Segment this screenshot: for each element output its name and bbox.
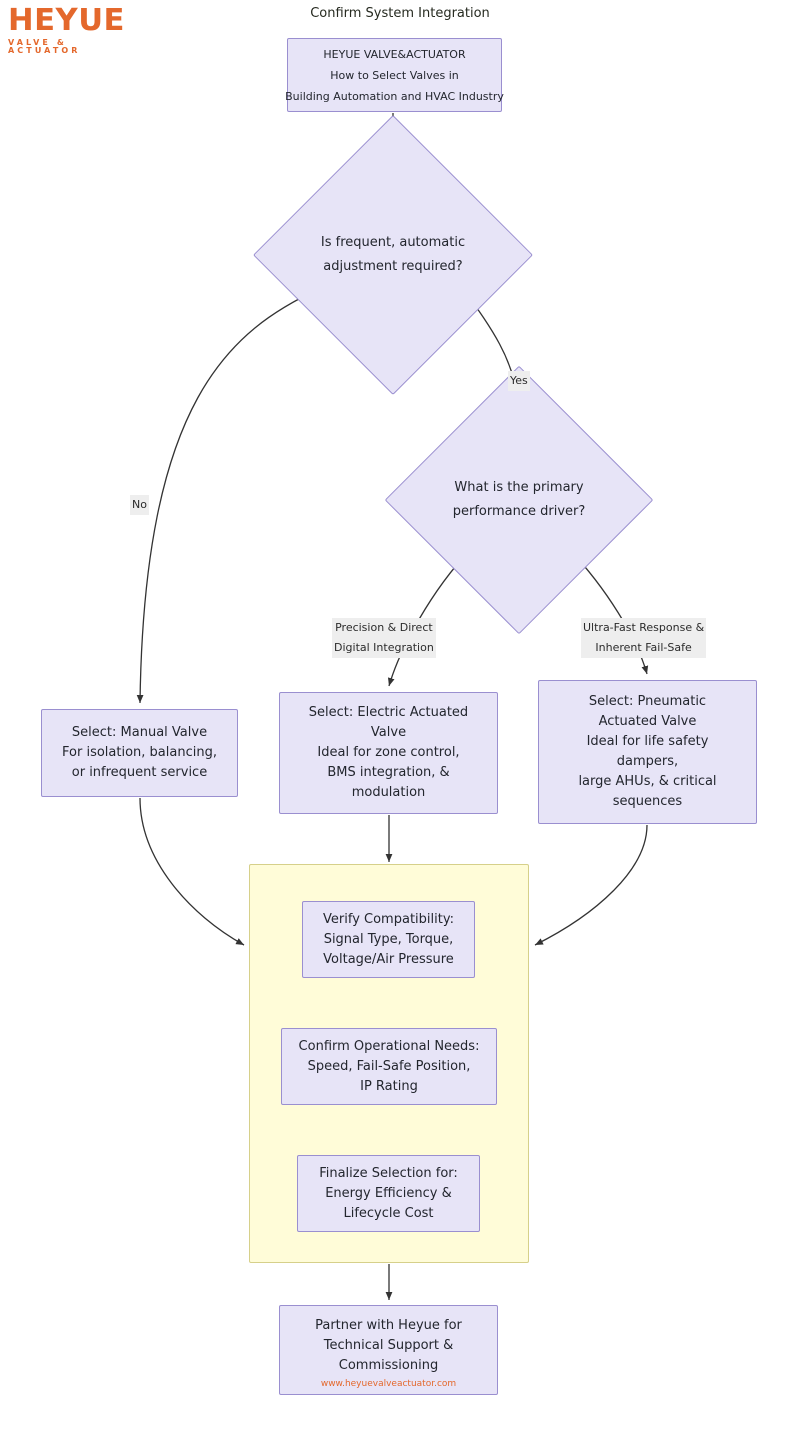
- decision-adjustment-required: Is frequent, automatic adjustment requir…: [252, 114, 534, 396]
- verify-line-2: Signal Type, Torque,: [323, 931, 454, 947]
- edge-label-ultrafast-failsafe: Ultra-Fast Response & Inherent Fail-Safe: [581, 618, 707, 658]
- verify-line-3: Voltage/Air Pressure: [323, 951, 454, 967]
- edge-label-precision-digital: Precision & Direct Digital Integration: [332, 618, 436, 658]
- edge-label-ultra-line-2: Inherent Fail-Safe: [595, 641, 692, 654]
- pneumatic-line-3: Ideal for life safety: [586, 734, 709, 749]
- edge-label-yes: Yes: [508, 371, 530, 391]
- partner-line-1: Partner with Heyue for: [315, 1318, 462, 1333]
- title-line-2: How to Select Valves in: [330, 68, 459, 82]
- decision-driver-label: What is the primary performance driver?: [424, 405, 614, 595]
- finalize-line-1: Finalize Selection for:: [319, 1165, 458, 1181]
- logo-tagline: VALVE & ACTUATOR: [8, 38, 81, 55]
- logo-wordmark: HEYUE: [8, 3, 125, 38]
- decision-driver-line-1: What is the primary: [454, 480, 584, 495]
- heyue-logo: HEYUE VALVE & ACTUATOR: [8, 3, 134, 55]
- node-verify-compatibility: Verify Compatibility: Signal Type, Torqu…: [302, 901, 475, 978]
- operational-line-2: Speed, Fail-Safe Position,: [307, 1058, 471, 1074]
- finalize-line-3: Lifecycle Cost: [343, 1205, 434, 1221]
- edge-label-no: No: [130, 495, 149, 515]
- operational-line-3: IP Rating: [360, 1078, 418, 1094]
- partner-line-2: Technical Support &: [323, 1338, 454, 1353]
- decision-adjust-line-2: adjustment required?: [323, 259, 463, 274]
- electric-line-2: Valve: [370, 725, 407, 740]
- manual-line-3: or infrequent service: [71, 765, 208, 780]
- title-line-3: Building Automation and HVAC Industry: [285, 89, 504, 103]
- pneumatic-line-1: Select: Pneumatic: [588, 694, 707, 709]
- node-select-pneumatic-actuated-valve: Select: Pneumatic Actuated Valve Ideal f…: [538, 680, 757, 824]
- electric-line-3: Ideal for zone control,: [317, 745, 460, 760]
- edge-manual-to-confirm: [139, 797, 245, 946]
- node-partner-with-heyue: Partner with Heyue for Technical Support…: [279, 1305, 498, 1395]
- pneumatic-line-2: Actuated Valve: [598, 714, 697, 729]
- electric-line-4: BMS integration, &: [327, 765, 450, 780]
- electric-line-1: Select: Electric Actuated: [308, 705, 469, 720]
- website-url[interactable]: www.heyuevalveactuator.com: [320, 1379, 457, 1389]
- decision-adjustment-label: Is frequent, automatic adjustment requir…: [294, 156, 492, 354]
- node-finalize-selection: Finalize Selection for: Energy Efficienc…: [297, 1155, 480, 1232]
- finalize-line-2: Energy Efficiency &: [325, 1185, 452, 1201]
- node-confirm-operational-needs: Confirm Operational Needs: Speed, Fail-S…: [281, 1028, 497, 1105]
- node-select-electric-actuated-valve: Select: Electric Actuated Valve Ideal fo…: [279, 692, 498, 814]
- manual-line-2: For isolation, balancing,: [62, 745, 217, 760]
- decision-performance-driver: What is the primary performance driver?: [384, 365, 654, 635]
- decision-adjust-line-1: Is frequent, automatic: [320, 235, 466, 250]
- verify-line-1: Verify Compatibility:: [323, 911, 454, 927]
- decision-driver-line-2: performance driver?: [452, 504, 586, 519]
- title-line-1: HEYUE VALVE&ACTUATOR: [323, 47, 466, 61]
- manual-line-1: Select: Manual Valve: [71, 725, 208, 740]
- subgraph-title-label: Confirm System Integration: [310, 6, 490, 21]
- edge-label-precision-line-2: Digital Integration: [334, 641, 434, 654]
- pneumatic-line-4: dampers,: [616, 754, 679, 769]
- pneumatic-line-6: sequences: [612, 794, 683, 809]
- electric-line-5: modulation: [351, 785, 426, 800]
- operational-line-1: Confirm Operational Needs:: [298, 1038, 480, 1054]
- edge-pneumatic-to-confirm: [534, 824, 648, 946]
- node-select-manual-valve: Select: Manual Valve For isolation, bala…: [41, 709, 238, 797]
- partner-line-3: Commissioning: [338, 1358, 439, 1373]
- node-title-header: HEYUE VALVE&ACTUATOR How to Select Valve…: [285, 38, 504, 112]
- pneumatic-line-5: large AHUs, & critical: [578, 774, 717, 789]
- edge-label-precision-line-1: Precision & Direct: [335, 621, 433, 634]
- edge-label-ultra-line-1: Ultra-Fast Response &: [583, 621, 705, 634]
